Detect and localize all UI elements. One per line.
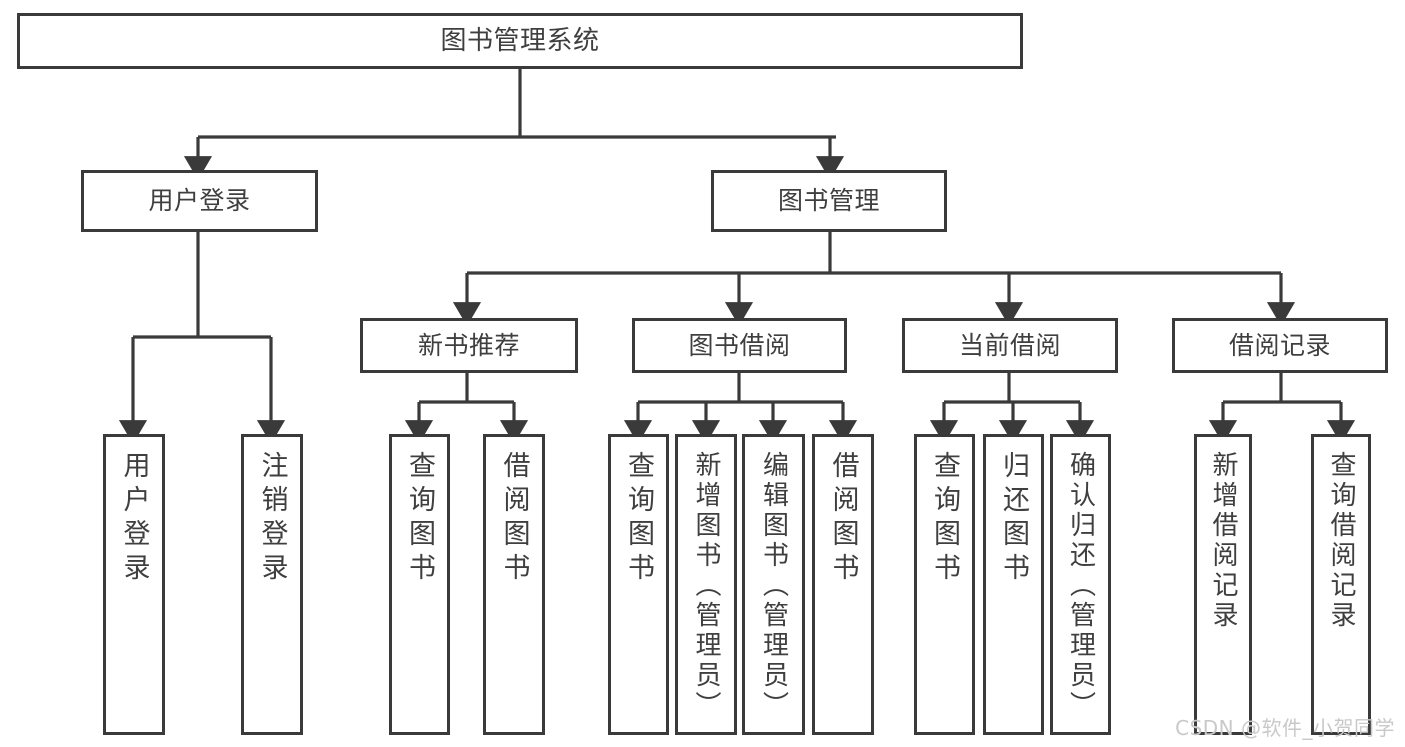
node-new-book-rec[interactable]: 新书推荐	[360, 318, 578, 373]
node-leaf-add-record[interactable]: 新增借阅记录	[1194, 434, 1252, 735]
watermark: CSDN @软件_小贺同学	[1175, 716, 1395, 740]
node-user-login[interactable]: 用户登录	[81, 170, 318, 232]
node-leaf-add-book[interactable]: 新增图书（管理员）	[675, 434, 737, 735]
node-leaf-user-logout[interactable]: 注销登录	[241, 434, 303, 735]
node-leaf-borrow-book-2[interactable]: 借阅图书	[812, 434, 874, 735]
node-leaf-query-book-1[interactable]: 查询图书	[389, 434, 450, 735]
node-leaf-query-book-3[interactable]: 查询图书	[914, 434, 975, 735]
node-leaf-return-book[interactable]: 归还图书	[983, 434, 1044, 735]
node-book-borrow[interactable]: 图书借阅	[632, 318, 847, 373]
node-book-manage-label: 图书管理	[777, 186, 880, 216]
node-leaf-query-record[interactable]: 查询借阅记录	[1311, 434, 1371, 735]
node-leaf-edit-book[interactable]: 编辑图书（管理员）	[742, 434, 805, 735]
node-current-borrow-label: 当前借阅	[958, 330, 1061, 360]
node-leaf-edit-book-label: 编辑图书（管理员）	[758, 451, 789, 721]
node-borrow-record[interactable]: 借阅记录	[1172, 318, 1388, 373]
node-leaf-borrow-book-1[interactable]: 借阅图书	[483, 434, 545, 735]
node-leaf-confirm-return-label: 确认归还（管理员）	[1065, 451, 1096, 721]
node-leaf-return-book-label: 归还图书	[998, 451, 1029, 587]
node-leaf-user-login-label: 用户登录	[118, 451, 150, 587]
node-book-manage[interactable]: 图书管理	[711, 170, 947, 232]
node-current-borrow[interactable]: 当前借阅	[902, 318, 1118, 373]
node-leaf-borrow-book-1-label: 借阅图书	[498, 451, 530, 587]
node-leaf-confirm-return[interactable]: 确认归还（管理员）	[1050, 434, 1111, 735]
node-leaf-query-book-2-label: 查询图书	[623, 451, 654, 587]
node-leaf-query-record-label: 查询借阅记录	[1326, 451, 1356, 631]
node-leaf-add-record-label: 新增借阅记录	[1208, 451, 1238, 631]
node-leaf-query-book-2[interactable]: 查询图书	[608, 434, 669, 735]
node-leaf-borrow-book-2-label: 借阅图书	[827, 451, 859, 587]
node-book-borrow-label: 图书借阅	[688, 330, 791, 360]
node-leaf-query-book-1-label: 查询图书	[404, 451, 435, 587]
node-root[interactable]: 图书管理系统	[17, 13, 1023, 69]
node-new-book-rec-label: 新书推荐	[417, 330, 520, 360]
node-leaf-user-login[interactable]: 用户登录	[103, 434, 165, 735]
node-borrow-record-label: 借阅记录	[1228, 330, 1331, 360]
node-leaf-user-logout-label: 注销登录	[256, 451, 288, 587]
node-leaf-query-book-3-label: 查询图书	[929, 451, 960, 587]
node-user-login-label: 用户登录	[148, 186, 251, 216]
node-root-label: 图书管理系统	[440, 25, 600, 56]
node-leaf-add-book-label: 新增图书（管理员）	[691, 451, 721, 721]
